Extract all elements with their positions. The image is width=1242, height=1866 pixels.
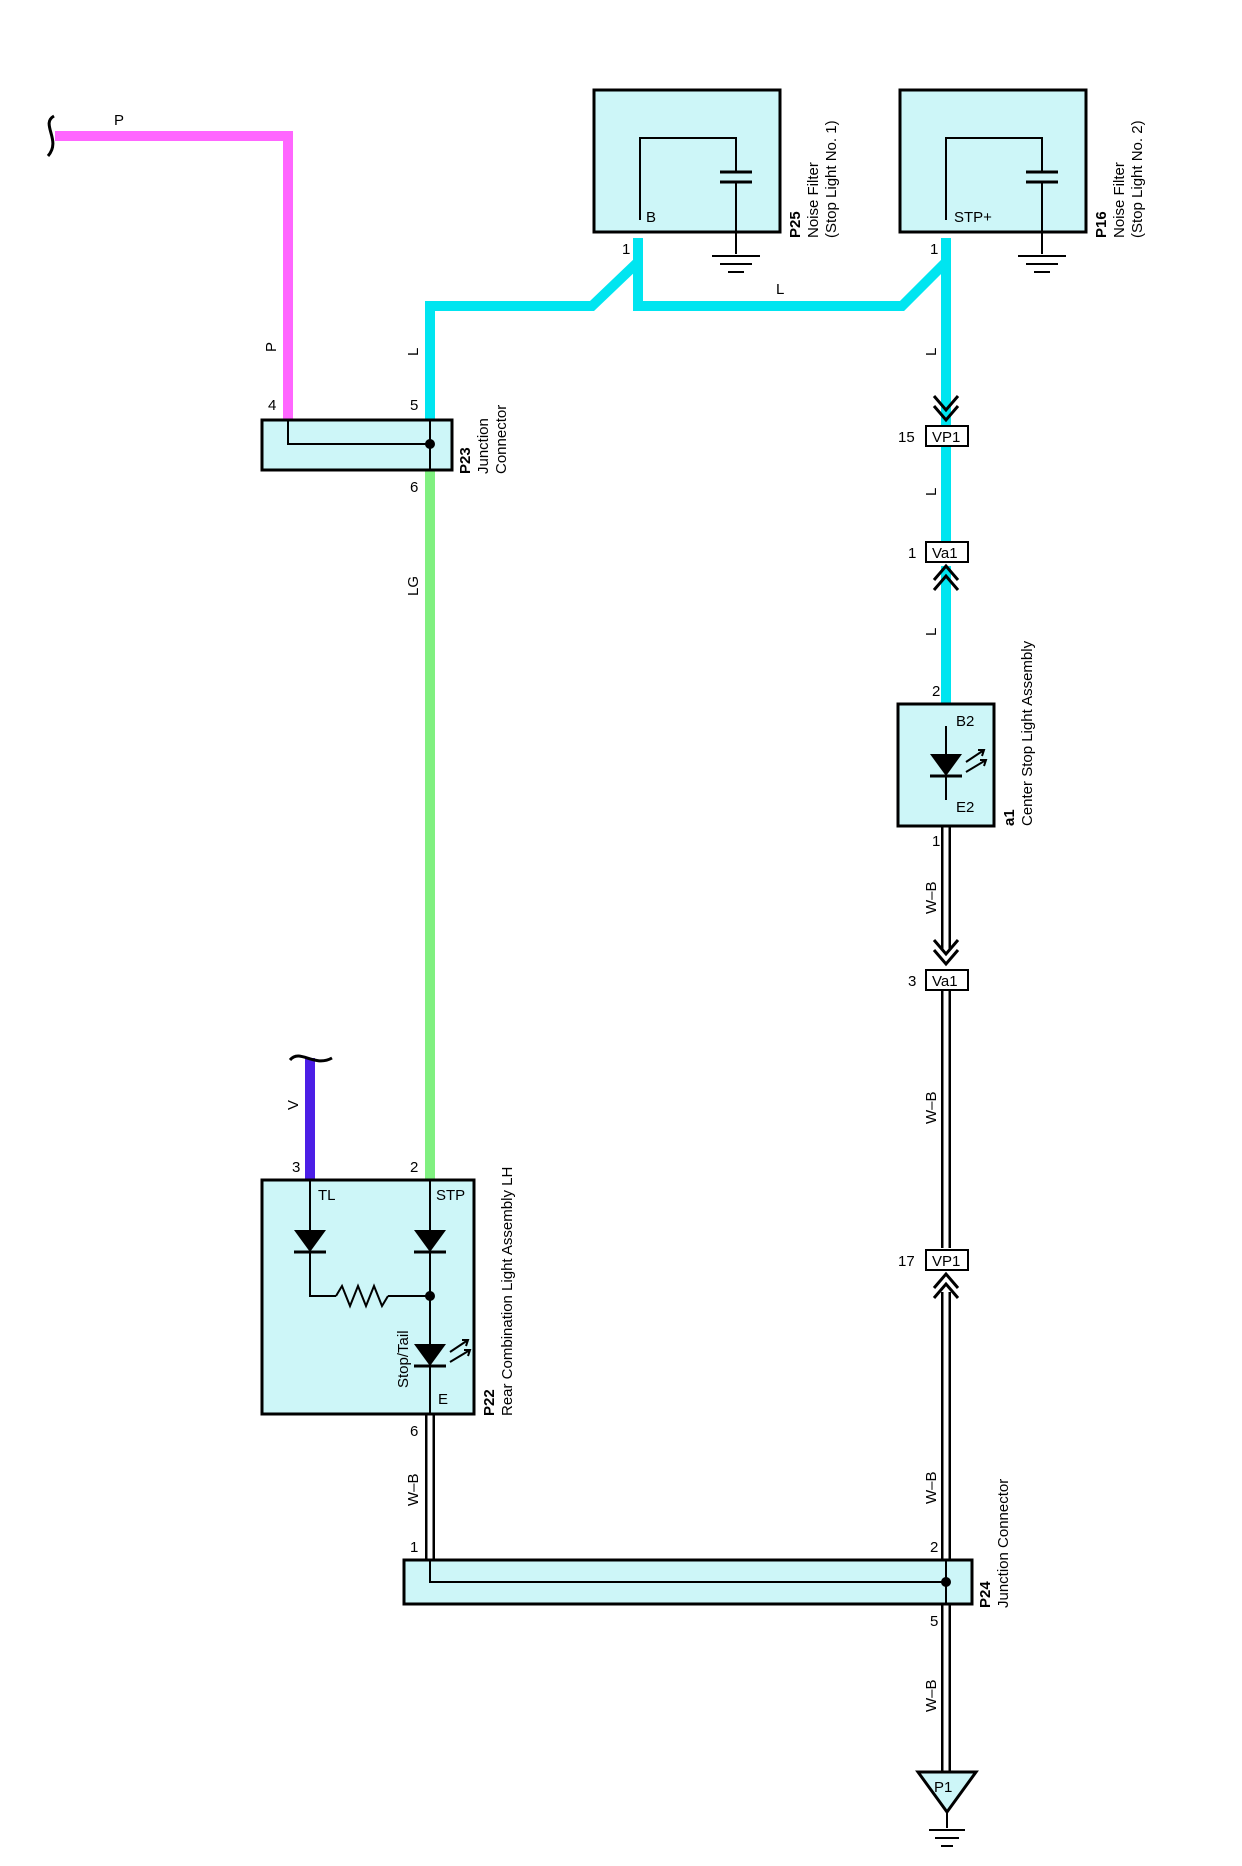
component-p24: 1 2 5 P24 Junction Connector — [402, 1479, 1012, 1630]
label-wire-wb-5: W–B — [923, 1679, 940, 1712]
wires — [46, 114, 951, 1772]
vp1-top-code: VP1 — [932, 429, 960, 446]
va1-top-code: Va1 — [932, 545, 958, 562]
p25-terminal: B — [646, 209, 656, 226]
p22-e: E — [438, 1391, 448, 1408]
p24-name: Junction Connector — [995, 1479, 1012, 1608]
label-wire-wb-4: W–B — [923, 1471, 940, 1504]
diode-stp-icon — [414, 1230, 446, 1252]
component-a1: B2 E2 2 1 a1 Center Stop Light Assembly — [896, 640, 1036, 850]
p25-name: Noise Filter — [805, 162, 822, 238]
wire-l-top — [633, 258, 950, 311]
label-wire-p-vertical: P — [263, 342, 280, 352]
ground-p1: P1 — [915, 1770, 979, 1847]
p24-code: P24 — [977, 1581, 994, 1608]
connector-vp1-top: VP1 15 — [898, 395, 969, 447]
p25-sub: (Stop Light No. 1) — [823, 120, 840, 238]
p22-code: P22 — [481, 1389, 498, 1416]
vp1-bottom-code: VP1 — [932, 1253, 960, 1270]
diode-tl-icon — [294, 1230, 326, 1252]
wire-labels: P P L L L L L LG V W–B W–B W–B W–B W–B — [114, 112, 940, 1712]
p24-pin5: 5 — [930, 1613, 938, 1630]
p1-code: P1 — [934, 1779, 952, 1796]
wire-break-symbol — [46, 114, 55, 157]
label-wire-l-left: L — [405, 348, 422, 356]
p22-stp: STP — [436, 1187, 465, 1204]
component-p25: B 1 P25 Noise Filter (Stop Light No. 1) — [592, 88, 840, 273]
component-p16: STP+ 1 P16 Noise Filter (Stop Light No. … — [898, 88, 1146, 273]
vp1-top-pin: 15 — [898, 429, 915, 446]
led-icon — [930, 754, 962, 776]
p23-code: P23 — [457, 447, 474, 474]
led-stop-tail-icon — [414, 1344, 446, 1366]
p23-pin6: 6 — [410, 479, 418, 496]
ground-point-icon — [915, 1770, 979, 1815]
a1-pin-top: 2 — [932, 683, 940, 700]
p16-pin: 1 — [930, 241, 938, 258]
p24-pin2: 2 — [930, 1539, 938, 1556]
wire-p — [55, 131, 293, 420]
label-wire-p-top: P — [114, 112, 124, 129]
va1-bottom-code: Va1 — [932, 973, 958, 990]
a1-terminal-bottom: E2 — [956, 799, 974, 816]
va1-bottom-pin: 3 — [908, 973, 916, 990]
p22-pin2: 2 — [410, 1159, 418, 1176]
label-wire-lg: LG — [405, 576, 422, 596]
p16-name: Noise Filter — [1111, 162, 1128, 238]
a1-code: a1 — [1001, 809, 1018, 826]
p22-pin6: 6 — [410, 1423, 418, 1440]
a1-terminal-top: B2 — [956, 713, 974, 730]
component-p23: 4 5 6 P23 Junction Connector — [260, 397, 510, 496]
connector-vp1-bottom: VP1 17 — [898, 1249, 969, 1299]
p22-name: Rear Combination Light Assembly LH — [499, 1167, 516, 1416]
connector-va1-bottom: Va1 3 — [908, 939, 969, 991]
a1-pin-bottom: 1 — [932, 833, 940, 850]
p23-pin5: 5 — [410, 397, 418, 414]
label-wire-l-right-2: L — [923, 488, 940, 496]
label-wire-l-top: L — [776, 281, 784, 298]
p23-pin4: 4 — [268, 397, 276, 414]
a1-name: Center Stop Light Assembly — [1019, 640, 1036, 826]
label-wire-l-right-1: L — [923, 348, 940, 356]
label-wire-l-right-3: L — [923, 628, 940, 636]
vp1-bottom-pin: 17 — [898, 1253, 915, 1270]
wire-l-left — [425, 238, 643, 420]
resistor-icon — [335, 1283, 389, 1309]
wire-v-break-symbol — [288, 1054, 333, 1063]
p16-sub: (Stop Light No. 2) — [1129, 120, 1146, 238]
va1-top-pin: 1 — [908, 545, 916, 562]
p23-name: Junction — [475, 418, 492, 474]
label-wire-wb-2: W–B — [923, 1091, 940, 1124]
p25-code: P25 — [787, 211, 804, 238]
p22-pin3: 3 — [292, 1159, 300, 1176]
label-wire-v: V — [285, 1100, 302, 1110]
connector-va1-top: Va1 1 — [908, 541, 969, 591]
p16-code: P16 — [1093, 211, 1110, 238]
p22-tl: TL — [318, 1187, 336, 1204]
p23-name2: Connector — [493, 405, 510, 474]
p22-stop-tail: Stop/Tail — [395, 1330, 412, 1388]
p24-pin1: 1 — [410, 1539, 418, 1556]
label-wire-wb-3: W–B — [405, 1473, 422, 1506]
p16-terminal: STP+ — [954, 209, 992, 226]
component-p22: TL STP Stop/Tail E 3 2 6 P22 Rear Combin… — [260, 1159, 516, 1440]
label-wire-wb-1: W–B — [923, 881, 940, 914]
p25-pin: 1 — [622, 241, 630, 258]
